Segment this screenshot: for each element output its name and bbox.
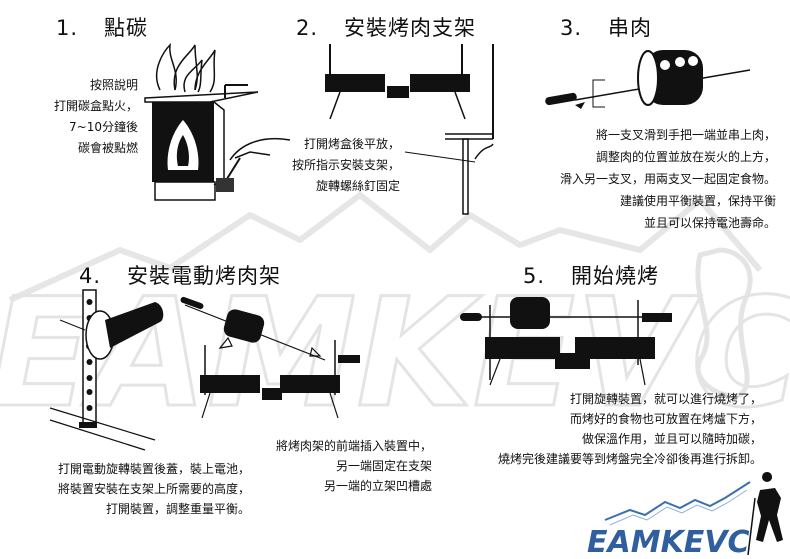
step-3-line: 將一支叉滑到手把一端並串上肉， <box>595 128 776 142</box>
step-2-heading: 安裝烤肉支架 <box>344 16 477 40</box>
step-3-number: 3. <box>560 16 583 40</box>
step-3-title: 3. 串肉 <box>560 12 652 42</box>
step-4-line: 將裝置安裝在支架上所需要的高度， <box>57 482 250 496</box>
step-3-line: 並且可以保持電池壽命。 <box>643 216 776 230</box>
step-4-line: 打開電動旋轉裝置後蓋，裝上電池， <box>57 462 250 476</box>
step-5-number: 5. <box>523 264 546 288</box>
step-3-line: 調整肉的位置並放在炭火的上方， <box>595 150 776 164</box>
step-3-heading: 串肉 <box>608 16 653 40</box>
step-5-line: 燒烤完後建議要等到烤盤完全冷卻後再進行拆卸。 <box>497 452 762 466</box>
rotisserie-assembly-illustration <box>180 296 360 419</box>
step-4-description-right: 將烤肉架的前端插入裝置中， 另一端固定在支架 另一端的立架凹槽處 <box>276 436 432 496</box>
step-5-line: 而烤好的食物也可放置在烤爐下方， <box>569 412 762 426</box>
step-1-number: 1. <box>56 16 79 40</box>
step-3-line: 滑入另一支叉，用兩支叉一起固定食物。 <box>559 172 776 186</box>
step-1-heading: 點碳 <box>104 16 149 40</box>
step-2-number: 2. <box>296 16 319 40</box>
step-4-line: 另一端固定在支架 <box>335 459 432 473</box>
step-2-line: 按所指示安裝支架， <box>291 158 400 172</box>
step-4-line: 打開裝置，調整重量平衡。 <box>105 502 250 516</box>
step-1-description: 按照說明 打開碳盒點火， 7~10分鐘後 碳會被點燃 <box>54 75 138 159</box>
step-2-description: 打開烤盒後平放， 按所指示安裝支架， 旋轉螺絲釘固定 <box>292 134 400 197</box>
step-5-line: 做保溫作用，並且可以隨時加碳， <box>581 432 762 446</box>
watermark-mountain-line <box>8 192 763 303</box>
step-2-line: 打開烤盒後平放， <box>303 137 400 151</box>
charcoal-starter-illustration <box>144 42 291 201</box>
logo-mountain-line <box>604 481 751 521</box>
logo-text: EAMKEVC <box>587 525 750 559</box>
skewer-meat-illustration <box>545 50 751 109</box>
step-1-line: 7~10分鐘後 <box>69 120 138 134</box>
brand-logo: EAMKEVC <box>587 472 783 559</box>
grill-stand-illustration <box>325 44 494 215</box>
step-1-line: 按照說明 <box>89 78 138 92</box>
step-4-number: 4. <box>79 264 102 288</box>
step-3-line: 建議使用平衡裝置，保持平衡 <box>619 194 776 208</box>
step-1-line: 碳會被點燃 <box>77 141 138 155</box>
hiker-icon <box>756 472 783 542</box>
step-2-title: 2. 安裝烤肉支架 <box>296 12 476 42</box>
watermark-text: EAMKEVC <box>0 267 790 441</box>
step-4-line: 另一端的立架凹槽處 <box>323 479 432 493</box>
step-5-line: 打開旋轉裝置，就可以進行燒烤了， <box>569 392 762 406</box>
step-5-description: 打開旋轉裝置，就可以進行燒烤了， 而烤好的食物也可放置在烤爐下方， 做保溫作用，… <box>498 389 762 469</box>
motor-mount-illustration <box>49 289 164 451</box>
step-4-line: 將烤肉架的前端插入裝置中， <box>275 439 432 453</box>
step-4-title: 4. 安裝電動烤肉架 <box>79 260 281 290</box>
watermark-hiker-outline <box>695 247 753 399</box>
step-2-line: 旋轉螺絲釘固定 <box>315 179 400 193</box>
step-1-line: 打開碳盒點火， <box>53 99 138 113</box>
step-5-title: 5. 開始燒烤 <box>523 260 659 290</box>
step-4-heading: 安裝電動烤肉架 <box>127 264 282 288</box>
step-5-heading: 開始燒烤 <box>571 264 660 288</box>
step-3-description: 將一支叉滑到手把一端並串上肉， 調整肉的位置並放在炭火的上方， 滑入另一支叉，用… <box>560 124 776 234</box>
step-4-description-left: 打開電動旋轉裝置後蓋，裝上電池， 將裝置安裝在支架上所需要的高度， 打開裝置，調… <box>58 459 250 519</box>
step-1-title: 1. 點碳 <box>56 12 148 42</box>
grilling-illustration <box>460 297 672 386</box>
